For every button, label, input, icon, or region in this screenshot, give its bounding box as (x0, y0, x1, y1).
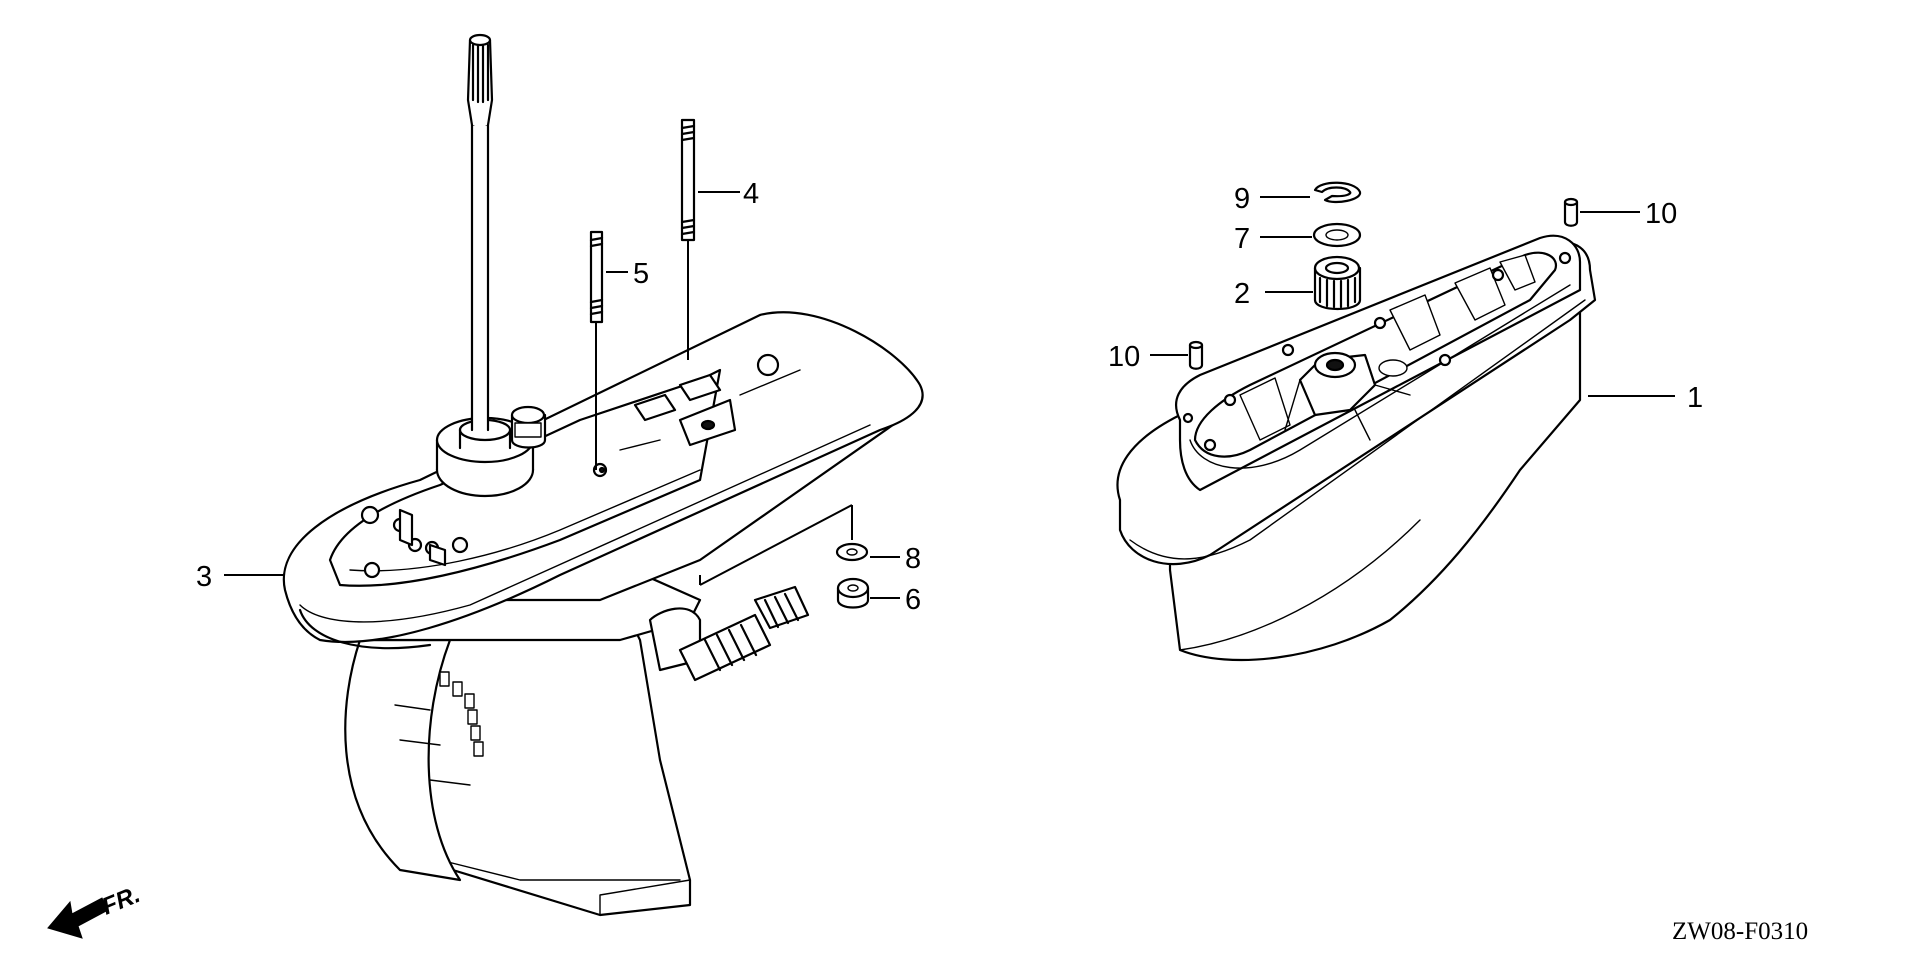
callout-4: 4 (743, 178, 759, 210)
callout-6: 6 (905, 584, 921, 616)
stud-bolt-4 (680, 118, 696, 242)
washer-8 (835, 542, 869, 562)
bolt-holes-icon (1182, 251, 1572, 452)
drive-shaft-splines (471, 43, 490, 104)
nut-6 (836, 577, 870, 609)
callout-10-left: 10 (1108, 341, 1140, 373)
callout-9: 9 (1234, 183, 1250, 215)
extension-case-assembly (1116, 234, 1597, 662)
callout-10-right: 10 (1645, 198, 1677, 230)
callout-3: 3 (196, 561, 212, 593)
washer-7 (1312, 222, 1362, 248)
callout-2: 2 (1234, 278, 1250, 310)
callout-5: 5 (633, 258, 649, 290)
callout-1: 1 (1687, 382, 1703, 414)
stud-bolt-5 (589, 230, 604, 324)
callout-leaders (224, 191, 1675, 599)
water-intake-slots-icon (439, 671, 484, 757)
shaft-spline-lines (703, 592, 800, 672)
diagram-code: ZW08-F0310 (1672, 918, 1808, 945)
dowel-pin-10-right (1563, 197, 1579, 227)
circlip-9 (1313, 181, 1362, 204)
front-direction-arrow-icon: FR. (47, 881, 144, 939)
callout-7: 7 (1234, 223, 1250, 255)
direction-label: FR. (98, 881, 144, 921)
gear-case-assembly (282, 33, 924, 917)
dowel-pin-10-left (1188, 340, 1204, 370)
callout-8: 8 (905, 543, 921, 575)
needle-bearing-2 (1313, 255, 1362, 310)
